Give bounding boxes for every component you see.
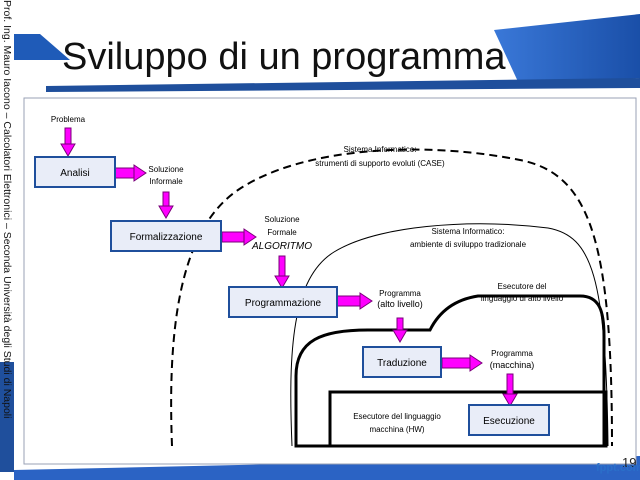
label-programma-macchina-1: Programma xyxy=(491,349,533,358)
arrowhead-informale-down xyxy=(158,205,174,219)
arrowhead-alto-down xyxy=(392,329,408,343)
label-executor-high-2: linguaggio di alto livello xyxy=(481,294,564,303)
box-analisi: Analisi xyxy=(34,156,116,188)
box-formalizzazione: Formalizzazione xyxy=(110,220,222,252)
arrowhead-formalizzazione-right xyxy=(243,228,257,246)
side-blue-block xyxy=(0,362,14,472)
label-traditional-2: ambiente di sviluppo tradizionale xyxy=(410,240,527,249)
arrow-traduzione-right xyxy=(441,357,471,369)
label-soluzione-formale-1: Soluzione xyxy=(264,215,300,224)
title-underline xyxy=(46,78,640,92)
case-system-region xyxy=(170,148,613,447)
label-executor-hw-1: Esecutore del linguaggio xyxy=(353,412,441,421)
arrowhead-programmazione-right xyxy=(359,292,373,310)
side-strip xyxy=(0,0,14,480)
high-level-executor-region xyxy=(294,294,606,448)
label-programma-macchina-2: (macchina) xyxy=(490,360,535,370)
box-formalizzazione-label: Formalizzazione xyxy=(130,232,203,243)
label-soluzione-formale-2: Formale xyxy=(267,228,297,237)
arrowhead-traduzione-right xyxy=(469,354,483,372)
title-band-right xyxy=(494,14,640,86)
title-band-left xyxy=(14,34,70,60)
label-algoritmo: ALGORITMO xyxy=(251,241,312,252)
label-programma-alto-2: (alto livello) xyxy=(377,299,423,309)
slide-title: Sviluppo di un programma xyxy=(62,36,506,78)
label-programma-alto-1: Programma xyxy=(379,289,421,298)
label-traditional-1: Sistema Informatico: xyxy=(432,227,505,236)
arrow-programmazione-right xyxy=(335,295,361,307)
box-analisi-label: Analisi xyxy=(60,168,89,179)
label-soluzione-informale-1: Soluzione xyxy=(148,165,184,174)
arrowhead-algoritmo-down xyxy=(274,275,290,289)
label-soluzione-informale-2: Informale xyxy=(149,177,183,186)
arrow-problema-analisi xyxy=(64,127,72,147)
arrow-formalizzazione-right xyxy=(221,231,245,243)
label-case-2: strumenti di supporto evoluti (CASE) xyxy=(315,159,445,168)
box-programmazione-label: Programmazione xyxy=(245,298,322,309)
label-problema: Problema xyxy=(51,115,86,124)
arrow-macchina-down xyxy=(506,373,514,397)
brand-logo: fppt.com xyxy=(596,462,640,474)
arrowhead-problema-analisi xyxy=(60,143,76,157)
page-number: 19 xyxy=(622,455,637,470)
arrow-analisi-right xyxy=(113,167,135,179)
box-esecuzione: Esecuzione xyxy=(468,404,550,436)
arrow-algoritmo-down xyxy=(278,255,286,279)
box-traduzione-label: Traduzione xyxy=(377,358,427,369)
arrowhead-analisi-right xyxy=(133,164,147,182)
arrowhead-macchina-down xyxy=(502,393,518,407)
author-credit: Prof. Ing. Mauro Iacono – Calcolatori El… xyxy=(1,0,13,419)
hardware-executor-region xyxy=(328,390,608,448)
box-programmazione: Programmazione xyxy=(228,286,338,318)
box-traduzione: Traduzione xyxy=(362,346,442,378)
label-executor-hw-2: macchina (HW) xyxy=(369,425,424,434)
traditional-environment-region xyxy=(290,223,609,447)
label-executor-high-1: Esecutore del xyxy=(498,282,547,291)
label-case-1: Sistema Informatico: xyxy=(344,145,417,154)
box-esecuzione-label: Esecuzione xyxy=(483,416,535,427)
